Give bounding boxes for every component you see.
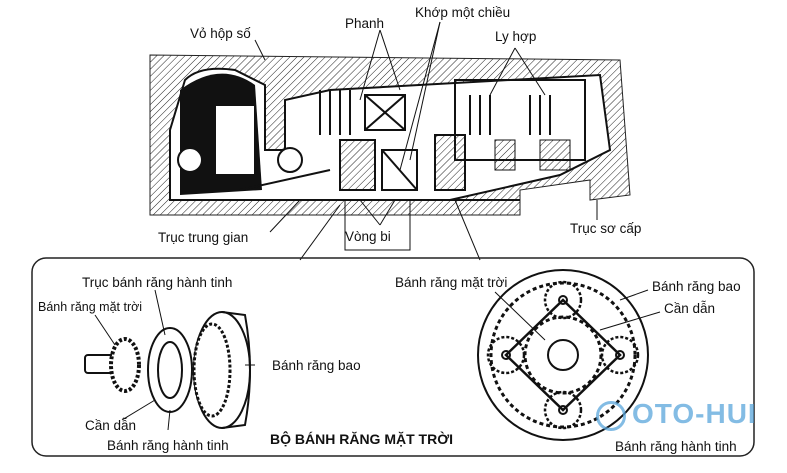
front-planetary-view: [477, 269, 649, 441]
label-brake: Phanh: [345, 16, 385, 31]
leader-lines-bottom-left: [94, 289, 255, 431]
watermark-star-icon: [596, 400, 626, 431]
label-input-shaft: Trục sơ cấp: [570, 221, 642, 236]
label-sun-gear-left: Bánh răng mặt trời: [38, 300, 143, 314]
watermark-logo: OTO-HUI: [596, 398, 757, 431]
label-one-way-clutch: Khớp một chiều: [415, 5, 511, 20]
label-bearing: Vòng bi: [345, 229, 391, 244]
leader-lines-top: [254, 21, 598, 261]
label-clutch: Ly hợp: [495, 29, 537, 44]
label-planet-gear-left: Bánh răng hành tinh: [107, 438, 229, 453]
label-sun-gear-right: Bánh răng mặt trời: [395, 275, 508, 290]
label-ring-gear-right: Bánh răng bao: [652, 279, 741, 294]
label-ring-gear-left: Bánh răng bao: [272, 358, 361, 373]
label-countershaft: Trục trung gian: [158, 230, 249, 245]
planetary-panel-border: [31, 257, 755, 457]
exploded-planetary-view: [84, 311, 251, 429]
label-planet-gear-right: Bánh răng hành tinh: [615, 439, 737, 454]
label-housing: Vỏ hộp số: [190, 26, 251, 41]
label-planet-pinion-shaft: Trục bánh răng hành tinh: [82, 275, 233, 290]
transmission-cross-section: [149, 54, 631, 216]
label-carrier-left: Cần dẫn: [85, 418, 137, 433]
watermark-text: OTO-HUI: [632, 398, 757, 429]
leader-lines-bottom-right: [494, 289, 661, 341]
label-carrier-right: Cần dẫn: [664, 301, 716, 316]
planetary-set-title: BỘ BÁNH RĂNG MẶT TRỜI: [270, 431, 454, 447]
